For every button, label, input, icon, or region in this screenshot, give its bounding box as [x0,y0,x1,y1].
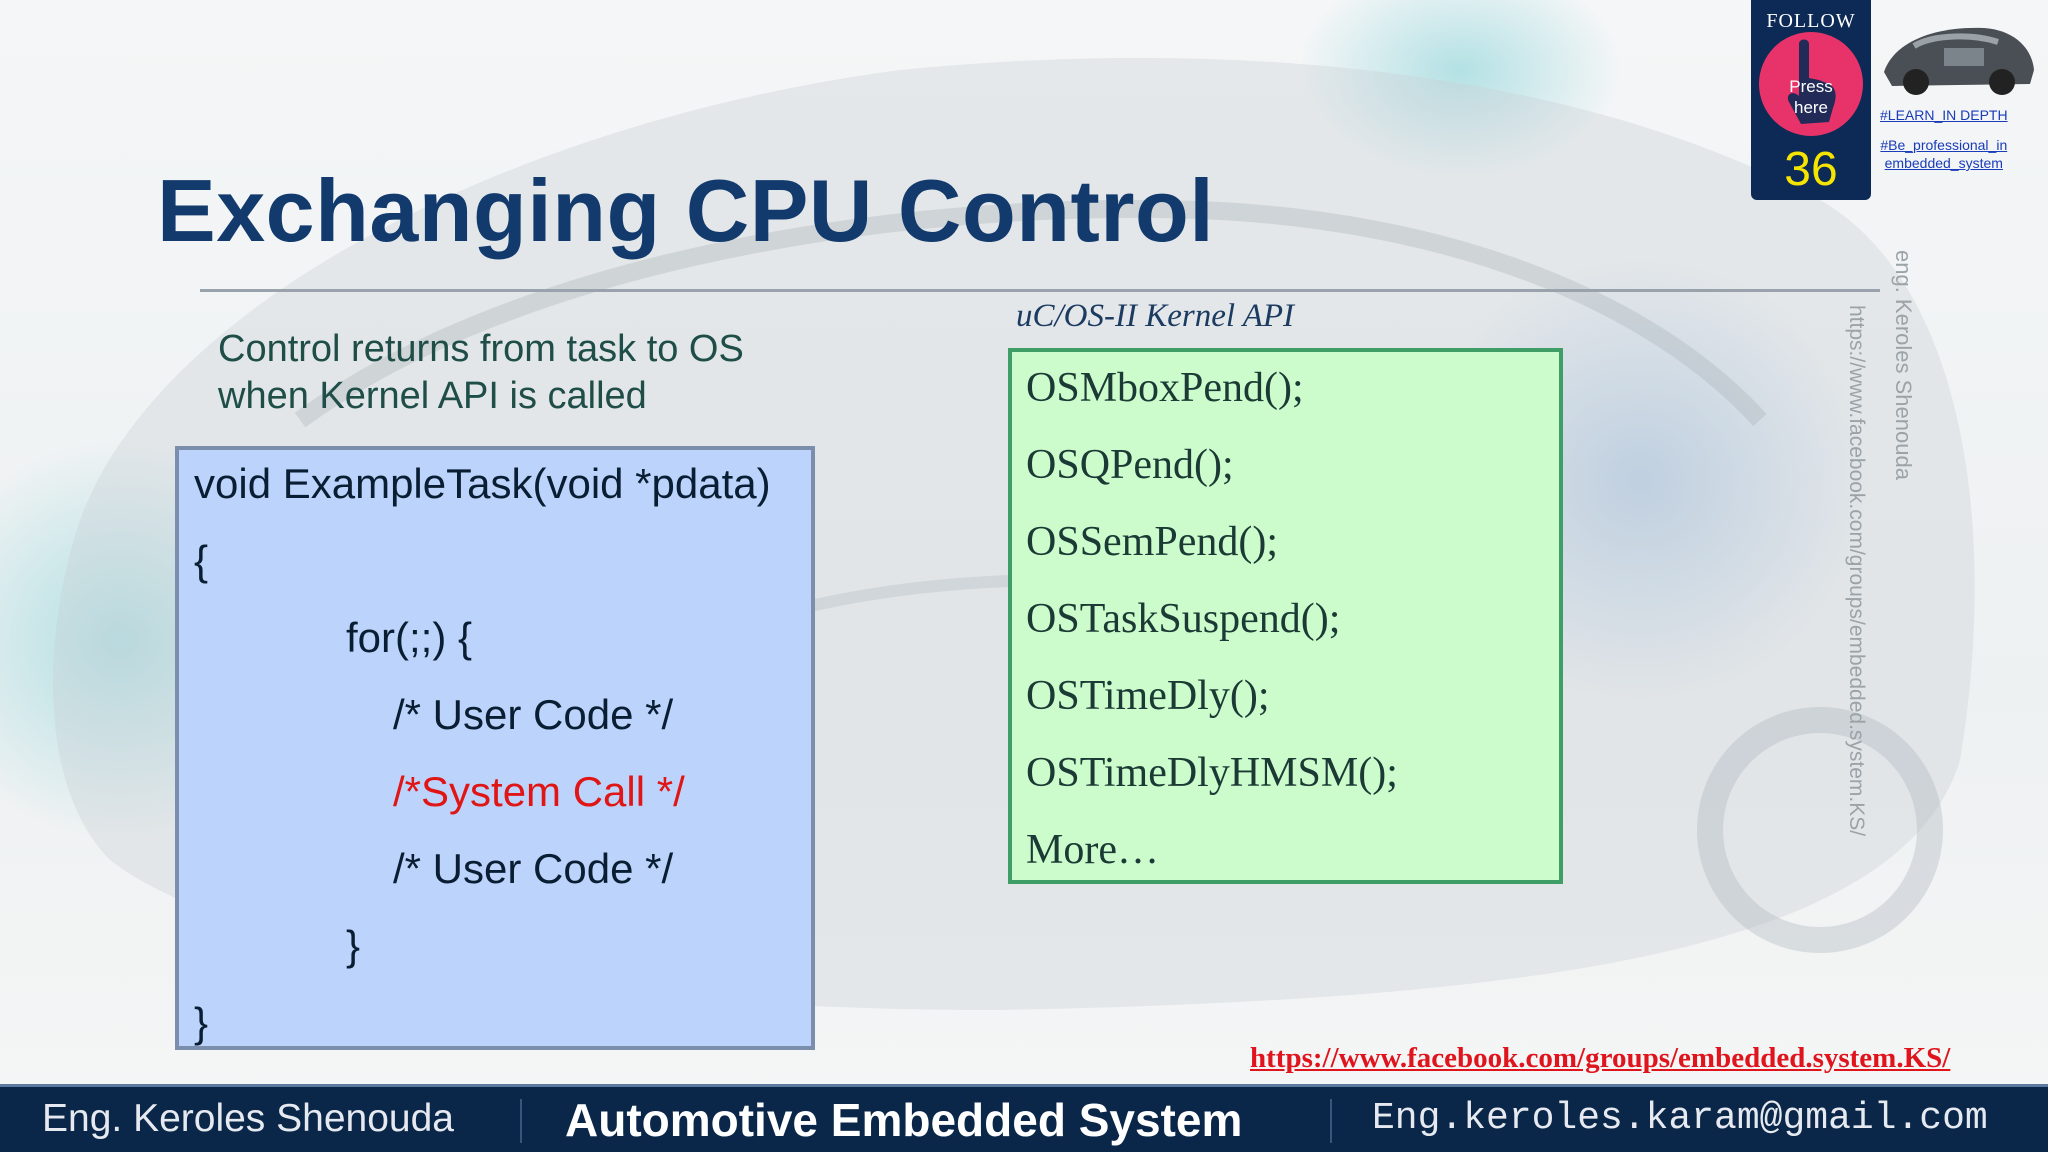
code-line-user-code: /* User Code */ [393,845,674,892]
tag-be-professional[interactable]: #Be_professional_in [1880,137,2008,153]
api-item: OSSemPend(); [1026,519,1278,565]
title-divider [200,289,1880,292]
api-caption: uC/OS-II Kernel API [1016,298,1295,334]
press-here-text: Press here [1759,76,1863,118]
footer-bar: Eng. Keroles Shenouda Automotive Embedde… [0,1084,2048,1152]
code-line-close-loop: } [346,922,361,969]
api-item-more: More… [1026,827,1159,873]
api-item: OSTaskSuspend(); [1026,596,1341,642]
pointing-hand-icon [1787,39,1836,124]
hashtags[interactable]: #LEARN_IN DEPTH #Be_professional_in embe… [1880,106,2008,172]
api-item: OSQPend(); [1026,442,1234,488]
slide-description: Control returns from task to OS when Ker… [218,326,744,420]
footer-course-title: Automotive Embedded System [565,1094,1243,1146]
code-example-box: void ExampleTask(void *pdata) { for(;;) … [175,446,815,1050]
footer-author: Eng. Keroles Shenouda [42,1097,454,1140]
kernel-api-list: OSMboxPend(); OSQPend(); OSSemPend(); OS… [1008,348,1563,884]
press-here-button[interactable]: Press here [1759,32,1863,136]
code-line-signature: void ExampleTask(void *pdata) [194,460,771,507]
footer-separator [520,1099,522,1143]
press-text-line: Press [1789,77,1833,96]
footer-email[interactable]: Eng.keroles.karam@gmail.com [1372,1097,1988,1140]
code-line-for-loop: for(;;) { [346,614,473,661]
description-line-1: Control returns from task to OS [218,328,744,370]
tag-embedded-system[interactable]: embedded_system [1884,155,2003,171]
footer-separator [1330,1099,1332,1143]
follow-us-badge[interactable]: FOLLOW US Press here 36 [1751,0,1871,200]
code-line-system-call: /*System Call */ [393,768,685,815]
vertical-watermark-author: eng. Keroles Shenouda [1891,250,1916,480]
description-line-2: when Kernel API is called [218,375,647,417]
api-item: OSMboxPend(); [1026,365,1304,411]
slide-number: 36 [1784,143,1838,196]
api-item: OSTimeDly(); [1026,673,1270,719]
code-line-open-brace: { [194,537,209,584]
press-text-line: here [1793,98,1829,117]
code-line-user-code: /* User Code */ [393,691,674,738]
car-thumbnail-image [1884,27,2034,95]
code-line-close-brace: } [194,999,209,1046]
vertical-watermark-url: https://www.facebook.com/groups/embedded… [1845,305,1868,837]
slide-title: Exchanging CPU Control [157,161,1215,260]
api-item: OSTimeDlyHMSM(); [1026,750,1398,796]
facebook-group-link[interactable]: https://www.facebook.com/groups/embedded… [1250,1042,1951,1074]
tag-learn-in-depth[interactable]: #LEARN_IN DEPTH [1880,107,2008,123]
